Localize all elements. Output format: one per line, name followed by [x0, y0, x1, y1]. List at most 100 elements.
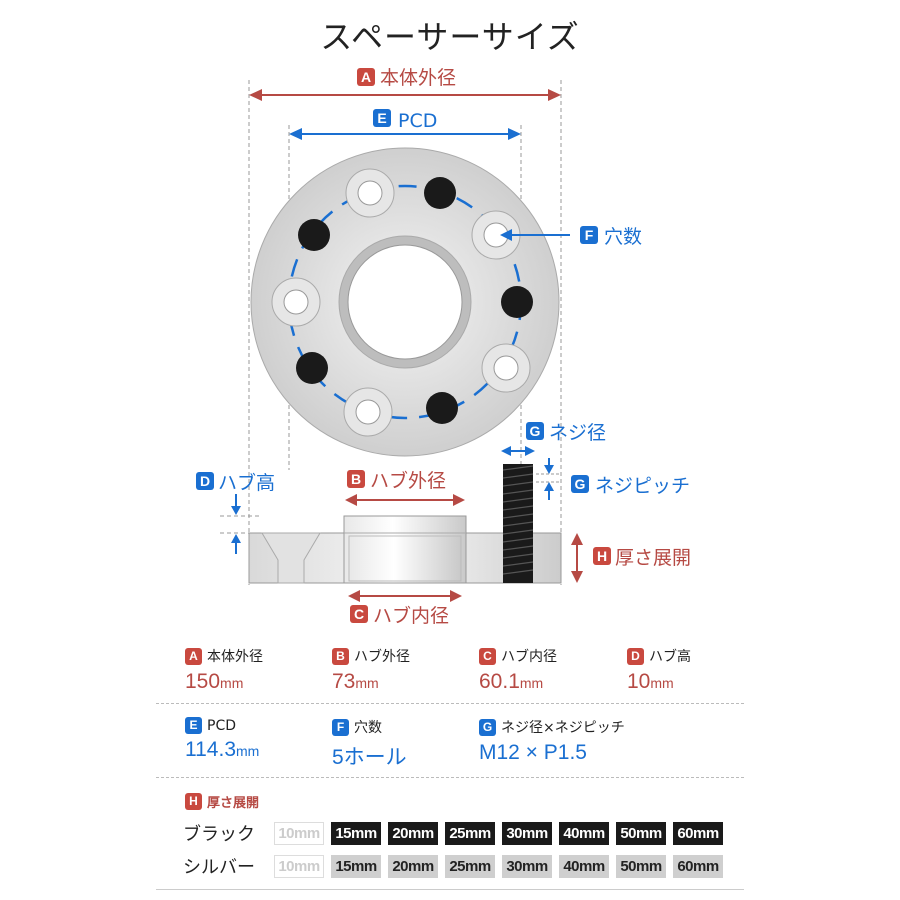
label-g-pitch: ネジピッチ [595, 475, 690, 497]
badge-a-text: A [361, 69, 371, 85]
spacer-disc [250, 147, 560, 457]
label-b: ハブ外径 [370, 469, 446, 492]
spec-unit: mm [355, 675, 379, 691]
badge-b-text: B [351, 471, 361, 487]
spec-g: G ネジ径×ネジピッチ M12 × P1.5 [479, 717, 625, 765]
spec-badge: G [479, 718, 496, 736]
spec-value: M12 × P1.5 [479, 741, 587, 764]
chip: 15mm [331, 822, 381, 845]
spec-value: 114.3 [185, 738, 236, 761]
spec-badge: F [332, 718, 349, 736]
chip: 40mm [559, 855, 609, 878]
label-g-dia: ネジ径 [549, 422, 606, 444]
thickness-title: H 厚さ展開 [185, 792, 259, 811]
extension-lines [220, 80, 562, 585]
divider [156, 703, 744, 704]
spec-badge: C [479, 647, 496, 665]
spec-label: ハブ外径 [354, 649, 410, 665]
spec-value: 73 [332, 670, 356, 693]
spec-label: ネジ径×ネジピッチ [501, 720, 625, 736]
badge-c [350, 605, 368, 623]
spec-value: 5ホール [332, 746, 407, 769]
badge-d [196, 472, 214, 490]
chip: 30mm [502, 822, 552, 845]
spec-value: 150 [185, 670, 221, 693]
spec-c: C ハブ内径 60.1mm [479, 646, 557, 694]
spec-unit: mm [519, 675, 544, 691]
label-c: ハブ内径 [373, 604, 449, 627]
chip: 25mm [445, 822, 495, 845]
spec-d: D ハブ高 10mm [627, 646, 691, 694]
badge-c-text: C [354, 606, 364, 622]
badge-d-text: D [200, 473, 210, 489]
thickness-badge: H [185, 793, 202, 810]
chip: 50mm [616, 855, 666, 878]
chip-unavailable: 10mm [274, 822, 324, 845]
badge-a [357, 68, 375, 86]
spacer-diagram: A 本体外径 E PCD [196, 67, 691, 627]
chip: 60mm [673, 855, 723, 878]
label-d: ハブ高 [218, 471, 275, 494]
pointer-f: F 穴数 [500, 226, 642, 248]
chip: 25mm [445, 855, 495, 878]
chip: 20mm [388, 822, 438, 845]
chip-unavailable: 10mm [274, 855, 324, 878]
label-a: 本体外径 [380, 67, 456, 89]
dimension-h: H 厚さ展開 [571, 533, 691, 583]
badge-h [593, 547, 611, 565]
badge-f-text: F [585, 227, 594, 243]
label-e: PCD [398, 110, 437, 132]
spec-label: PCD [207, 717, 236, 734]
badge-g1-text: G [530, 423, 541, 439]
thickness-title-text: 厚さ展開 [207, 796, 260, 811]
badge-f [580, 226, 598, 244]
divider [156, 777, 744, 778]
side-profile [248, 464, 562, 584]
spec-label: 本体外径 [207, 649, 263, 665]
page-title: スペーサーサイズ [320, 18, 580, 56]
divider-bottom [156, 889, 744, 890]
spec-b: B ハブ外径 73mm [332, 646, 410, 694]
chip: 60mm [673, 822, 723, 845]
spec-unit: mm [236, 743, 260, 759]
spec-value: 10 [627, 670, 651, 693]
spec-value: 60.1 [479, 670, 520, 693]
chips-silver: 10mm 15mm 20mm 25mm 30mm 40mm 50mm 60mm [274, 855, 723, 878]
spec-label: 穴数 [354, 720, 382, 736]
chips-black: 10mm 15mm 20mm 25mm 30mm 40mm 50mm 60mm [274, 822, 723, 845]
chip: 40mm [559, 822, 609, 845]
badge-e-text: E [377, 110, 386, 126]
chip: 15mm [331, 855, 381, 878]
badge-g1 [526, 422, 544, 440]
dimension-a: A 本体外径 [249, 67, 561, 101]
spec-label: ハブ内径 [501, 649, 557, 665]
badge-g2-text: G [575, 476, 586, 492]
badge-g2 [571, 475, 589, 493]
spec-label: ハブ高 [649, 649, 691, 665]
chip: 20mm [388, 855, 438, 878]
dimension-b: B ハブ外径 [345, 469, 465, 506]
spec-unit: mm [220, 675, 244, 691]
spec-unit: mm [650, 675, 674, 691]
spec-badge: B [332, 647, 349, 665]
spec-badge: E [185, 717, 202, 734]
badge-e [373, 109, 391, 127]
spec-badge: D [627, 647, 644, 665]
row-label-silver: シルバー [183, 857, 255, 878]
badge-b [347, 470, 365, 488]
dimension-g-pitch: G ネジピッチ [536, 458, 690, 500]
dimension-e: E PCD [289, 109, 521, 140]
label-h: 厚さ展開 [615, 547, 691, 569]
dimension-c: C ハブ内径 [348, 590, 462, 627]
row-label-black: ブラック [183, 824, 255, 845]
badge-h-text: H [597, 548, 607, 564]
label-f: 穴数 [604, 226, 642, 248]
spec-badge: A [185, 647, 202, 665]
dimension-d: D ハブ高 [196, 471, 275, 554]
spec-a: A 本体外径 150mm [185, 646, 263, 694]
chip: 30mm [502, 855, 552, 878]
spec-e: E PCD 114.3mm [185, 717, 259, 762]
chip: 50mm [616, 822, 666, 845]
dimension-g-diameter: G ネジ径 [501, 422, 606, 456]
spec-f: F 穴数 5ホール [332, 717, 407, 771]
